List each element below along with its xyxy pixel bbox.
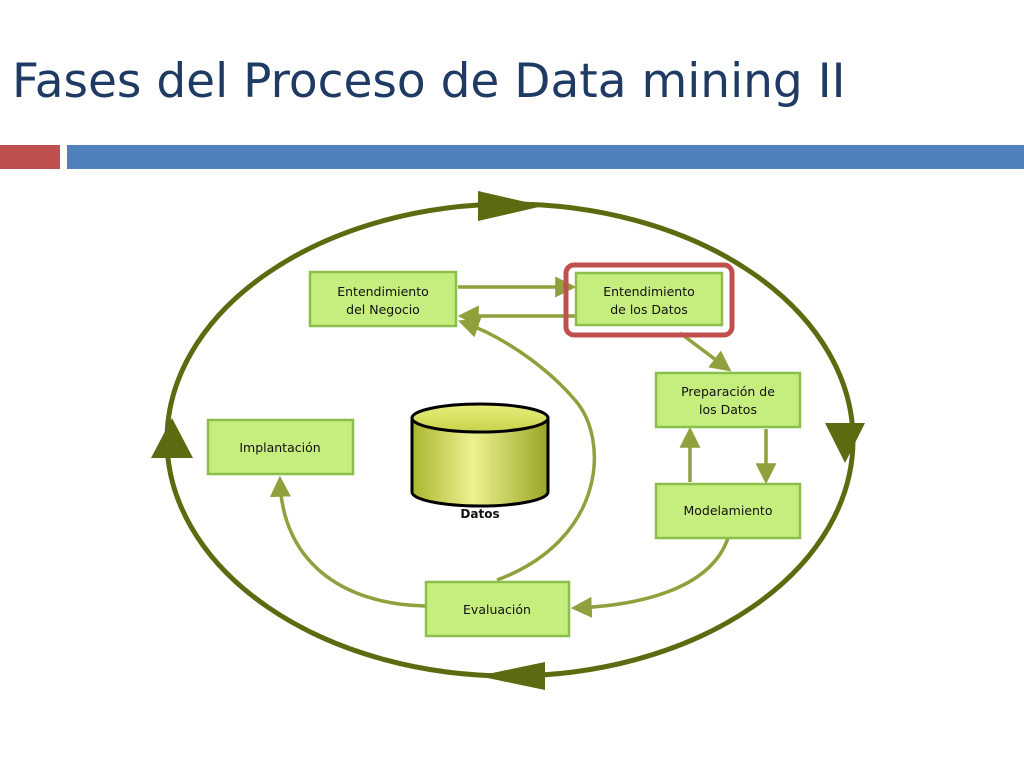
phase-deployment: Implantación bbox=[206, 418, 355, 476]
arrow-evaluacion-to-negocio bbox=[458, 317, 597, 582]
phase-box bbox=[654, 482, 802, 540]
phase-business-understanding: Entendimiento del Negocio bbox=[308, 270, 458, 328]
outer-cycle-arrow-bottom bbox=[478, 662, 545, 690]
phase-flow-arrows bbox=[269, 276, 777, 618]
slide-title: Fases del Proceso de Data mining II bbox=[12, 54, 846, 109]
highlight-frame bbox=[563, 262, 735, 338]
phase-data-preparation: Preparación de los Datos bbox=[654, 371, 802, 429]
title-accent-red-bar bbox=[0, 145, 60, 169]
phase-label-line1: Preparación de bbox=[681, 384, 775, 399]
phase-box bbox=[574, 271, 724, 327]
arrow-evaluacion-to-implantacion bbox=[269, 475, 426, 608]
phase-label-line2: del Negocio bbox=[346, 302, 420, 317]
outer-cycle-arrow-left bbox=[151, 418, 193, 458]
phase-box bbox=[308, 270, 458, 328]
phase-label-line1: Entendimiento bbox=[603, 284, 695, 299]
phase-modeling: Modelamiento bbox=[654, 482, 802, 540]
arrow-modelamiento-to-evaluacion bbox=[570, 537, 730, 618]
database-cylinder-top bbox=[410, 402, 550, 434]
database-cylinder-body bbox=[410, 418, 550, 508]
outer-cycle bbox=[151, 191, 865, 690]
outer-cycle-arrow-right bbox=[825, 423, 865, 463]
phase-label: Implantación bbox=[239, 440, 320, 455]
phase-label: Evaluación bbox=[463, 602, 531, 617]
phase-label-line1: Entendimiento bbox=[337, 284, 429, 299]
phase-label-line2: los Datos bbox=[699, 402, 757, 417]
phase-box bbox=[654, 371, 802, 429]
database-cylinder: Datos bbox=[410, 402, 550, 521]
arrow-entendimiento-to-preparacion bbox=[678, 331, 732, 372]
phase-label-line2: de los Datos bbox=[610, 302, 688, 317]
phase-data-understanding: Entendimiento de los Datos bbox=[563, 262, 735, 338]
outer-cycle-arrow-top bbox=[478, 191, 543, 221]
phase-label: Modelamiento bbox=[683, 503, 772, 518]
phase-box bbox=[206, 418, 355, 476]
title-accent-blue-bar bbox=[67, 145, 1024, 169]
database-label: Datos bbox=[460, 507, 499, 521]
phase-box bbox=[424, 580, 571, 638]
phase-evaluation: Evaluación bbox=[424, 580, 571, 638]
